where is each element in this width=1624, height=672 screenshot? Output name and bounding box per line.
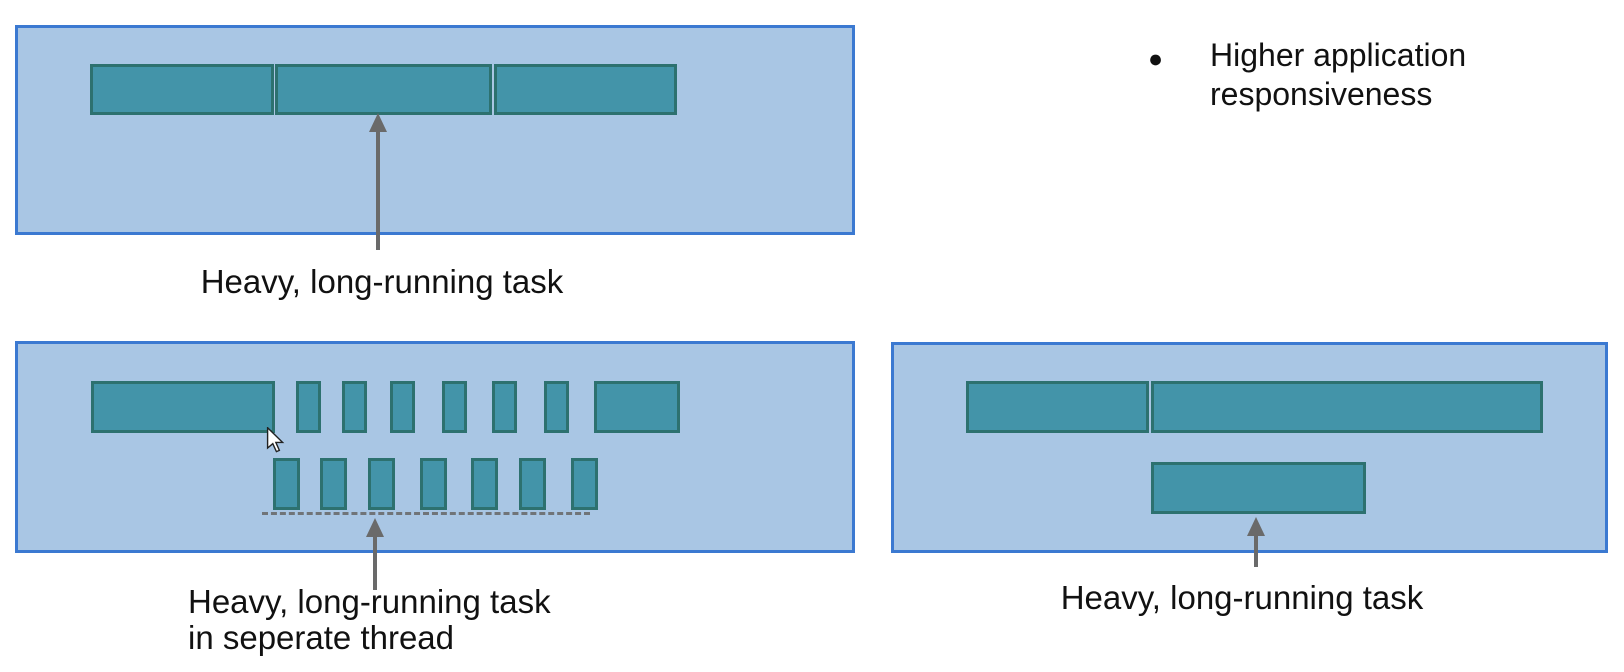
task-block: [90, 64, 274, 115]
task-block: [1151, 462, 1366, 514]
task-block: [342, 381, 367, 433]
task-block: [471, 458, 498, 510]
task-block: [494, 64, 677, 115]
mouse-cursor-icon: [266, 427, 285, 453]
bullet-marker-icon: ●: [1148, 45, 1164, 73]
caption-text: Heavy, long-running task: [200, 263, 564, 300]
arrow-line: [1254, 535, 1258, 567]
panel-main-thread-with-worker: [15, 341, 855, 553]
arrow-line: [376, 131, 380, 250]
task-block: [1151, 381, 1543, 433]
task-block: [320, 458, 347, 510]
task-block: [390, 381, 415, 433]
task-block: [296, 381, 321, 433]
task-block: [91, 381, 275, 433]
task-block: [594, 381, 680, 433]
arrow-up-icon: [1247, 517, 1265, 536]
panel-offloaded-result: [891, 342, 1608, 553]
task-block: [544, 381, 569, 433]
arrow-up-icon: [366, 518, 384, 537]
caption-worker-task: Heavy, long-running task in seperate thr…: [188, 584, 708, 656]
bullet-text-line2: responsiveness: [1210, 76, 1433, 112]
separate-thread-dashed-line: [262, 512, 590, 515]
task-block: [519, 458, 546, 510]
caption-text-line1: Heavy, long-running task: [188, 583, 551, 620]
task-block: [571, 458, 598, 510]
task-block: [420, 458, 447, 510]
bullet-text-line1: Higher application: [1210, 37, 1467, 73]
arrow-line: [373, 536, 377, 590]
task-block: [273, 458, 300, 510]
bullet-item-responsiveness: ● Higher application responsiveness: [1148, 36, 1508, 114]
caption-text: Heavy, long-running task: [1060, 579, 1424, 616]
bullet-text: Higher application responsiveness: [1210, 36, 1466, 114]
arrow-up-icon: [369, 113, 387, 132]
task-block: [275, 64, 492, 115]
task-block: [442, 381, 467, 433]
caption-offloaded-task: Heavy, long-running task: [1017, 580, 1467, 616]
task-block: [966, 381, 1149, 433]
panel-main-thread-blocked: [15, 25, 855, 235]
task-block: [492, 381, 517, 433]
caption-text-line2: in seperate thread: [188, 619, 455, 656]
task-block: [368, 458, 395, 510]
caption-blocking-task: Heavy, long-running task: [157, 264, 607, 300]
